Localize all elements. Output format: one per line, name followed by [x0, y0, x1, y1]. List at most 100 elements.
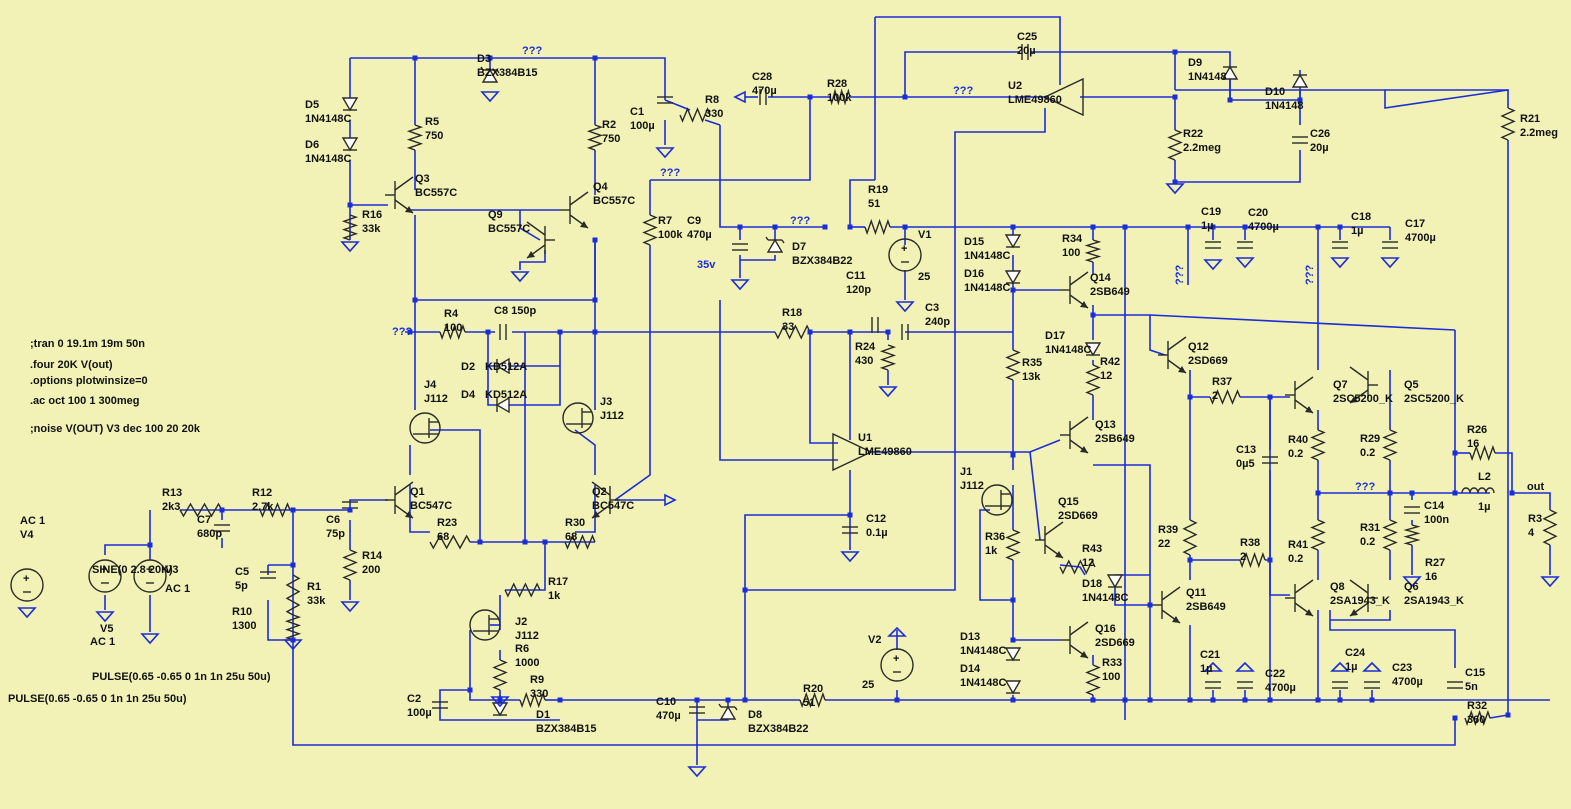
diode-D8[interactable] — [718, 703, 738, 720]
resistor-R41[interactable] — [1310, 519, 1326, 551]
diode-D15[interactable] — [1004, 234, 1022, 249]
resistor-R23[interactable] — [429, 534, 471, 550]
capacitor-C8[interactable] — [499, 324, 507, 340]
resistor-R10[interactable] — [284, 614, 302, 641]
transistor-Q7[interactable] — [1285, 376, 1314, 414]
capacitor-C23[interactable] — [1364, 681, 1380, 689]
resistor-R33[interactable] — [1085, 664, 1101, 696]
transistor-Q2[interactable] — [591, 481, 620, 519]
resistor-R37[interactable] — [1209, 389, 1241, 405]
voltage-source-V2[interactable]: + — [880, 648, 914, 682]
resistor-R42[interactable] — [1085, 364, 1101, 396]
resistor-R38[interactable] — [1239, 551, 1266, 569]
resistor-R14[interactable] — [342, 549, 358, 581]
resistor-R1[interactable] — [285, 574, 301, 616]
capacitor-C3[interactable] — [901, 324, 909, 340]
transistor-Q6[interactable] — [1349, 579, 1378, 617]
resistor-R35[interactable] — [1005, 349, 1021, 381]
capacitor-C14[interactable] — [1404, 506, 1420, 514]
transistor-Q4[interactable] — [560, 191, 589, 229]
voltage-source-V3[interactable]: + — [133, 559, 167, 593]
resistor-R8[interactable] — [679, 107, 711, 123]
resistor-R13[interactable] — [179, 502, 223, 518]
resistor-R6[interactable] — [492, 659, 508, 691]
resistor-R39[interactable] — [1182, 519, 1198, 556]
resistor-R20[interactable] — [799, 691, 826, 709]
capacitor-C10[interactable] — [689, 706, 705, 714]
resistor-R16[interactable] — [341, 214, 359, 241]
diode-D7[interactable] — [765, 236, 785, 253]
diode-D9[interactable] — [1221, 65, 1239, 80]
transistor-Q11[interactable] — [1152, 586, 1181, 624]
transistor-Q12[interactable] — [1158, 336, 1187, 374]
capacitor-C11[interactable] — [871, 317, 879, 333]
resistor-R18[interactable] — [774, 324, 811, 340]
capacitor-C18[interactable] — [1332, 241, 1348, 249]
resistor-R7[interactable] — [642, 214, 658, 246]
capacitor-C7[interactable] — [214, 524, 230, 532]
resistor-R43[interactable] — [1059, 559, 1096, 575]
diode-D3[interactable] — [480, 66, 500, 83]
transistor-Q15[interactable] — [1035, 521, 1064, 559]
capacitor-C13[interactable] — [1262, 456, 1278, 464]
transistor-Q14[interactable] — [1060, 271, 1089, 309]
diode-D10[interactable] — [1291, 73, 1309, 88]
resistor-R34[interactable] — [1084, 239, 1102, 263]
jfet-J4[interactable] — [409, 412, 441, 444]
capacitor-C2[interactable] — [432, 701, 448, 709]
capacitor-C26[interactable] — [1292, 136, 1308, 144]
capacitor-C9[interactable] — [732, 243, 748, 251]
diode-D4[interactable] — [495, 396, 510, 414]
resistor-R29[interactable] — [1382, 429, 1398, 461]
diode-D18[interactable] — [1106, 574, 1124, 589]
capacitor-C21[interactable] — [1205, 681, 1221, 689]
voltage-source-V4[interactable]: + — [10, 568, 44, 602]
capacitor-C17[interactable] — [1382, 241, 1398, 249]
resistor-R9[interactable] — [519, 691, 546, 709]
resistor-R2[interactable] — [586, 124, 604, 151]
capacitor-C12[interactable] — [842, 526, 858, 534]
resistor-R40[interactable] — [1310, 429, 1326, 461]
resistor-R22[interactable] — [1167, 129, 1183, 161]
resistor-R28[interactable] — [829, 88, 851, 106]
jfet-J2[interactable] — [469, 609, 501, 641]
transistor-Q1[interactable] — [385, 481, 414, 519]
capacitor-C22[interactable] — [1237, 681, 1253, 689]
transistor-Q5[interactable] — [1349, 366, 1378, 404]
diode-D14[interactable] — [1004, 680, 1022, 695]
transistor-Q9[interactable] — [526, 221, 555, 259]
resistor-R3[interactable] — [1542, 509, 1558, 546]
resistor-R12[interactable] — [259, 502, 291, 518]
resistor-R24[interactable] — [879, 344, 897, 371]
opamp-U2[interactable] — [1043, 77, 1084, 117]
transistor-Q8[interactable] — [1285, 579, 1314, 617]
diode-D2[interactable] — [495, 357, 510, 375]
diode-D17[interactable] — [1084, 342, 1102, 357]
diode-D16[interactable] — [1004, 270, 1022, 285]
resistor-R5[interactable] — [406, 124, 424, 151]
capacitor-C5[interactable] — [260, 571, 276, 579]
diode-D6[interactable] — [341, 137, 359, 152]
resistor-R19[interactable] — [864, 218, 891, 236]
resistor-R27[interactable] — [1403, 524, 1421, 546]
capacitor-C25[interactable] — [1021, 44, 1029, 60]
diode-D1[interactable] — [491, 702, 509, 717]
jfet-J1[interactable] — [981, 484, 1013, 516]
capacitor-C20[interactable] — [1237, 241, 1253, 249]
voltage-source-V1[interactable]: + — [888, 238, 922, 272]
resistor-R4[interactable] — [439, 323, 466, 341]
capacitor-C28[interactable] — [759, 89, 767, 105]
resistor-R36[interactable] — [1005, 529, 1021, 561]
transistor-Q16[interactable] — [1060, 621, 1089, 659]
diode-D13[interactable] — [1004, 647, 1022, 662]
capacitor-C1[interactable] — [657, 96, 673, 104]
resistor-R31[interactable] — [1382, 519, 1398, 551]
resistor-R32[interactable] — [1464, 709, 1491, 727]
transistor-Q3[interactable] — [385, 176, 414, 214]
transistor-Q13[interactable] — [1060, 416, 1089, 454]
resistor-R26[interactable] — [1469, 444, 1496, 462]
resistor-R21[interactable] — [1500, 107, 1516, 141]
inductor-L2[interactable] — [1461, 487, 1495, 494]
resistor-R17[interactable] — [504, 582, 541, 598]
